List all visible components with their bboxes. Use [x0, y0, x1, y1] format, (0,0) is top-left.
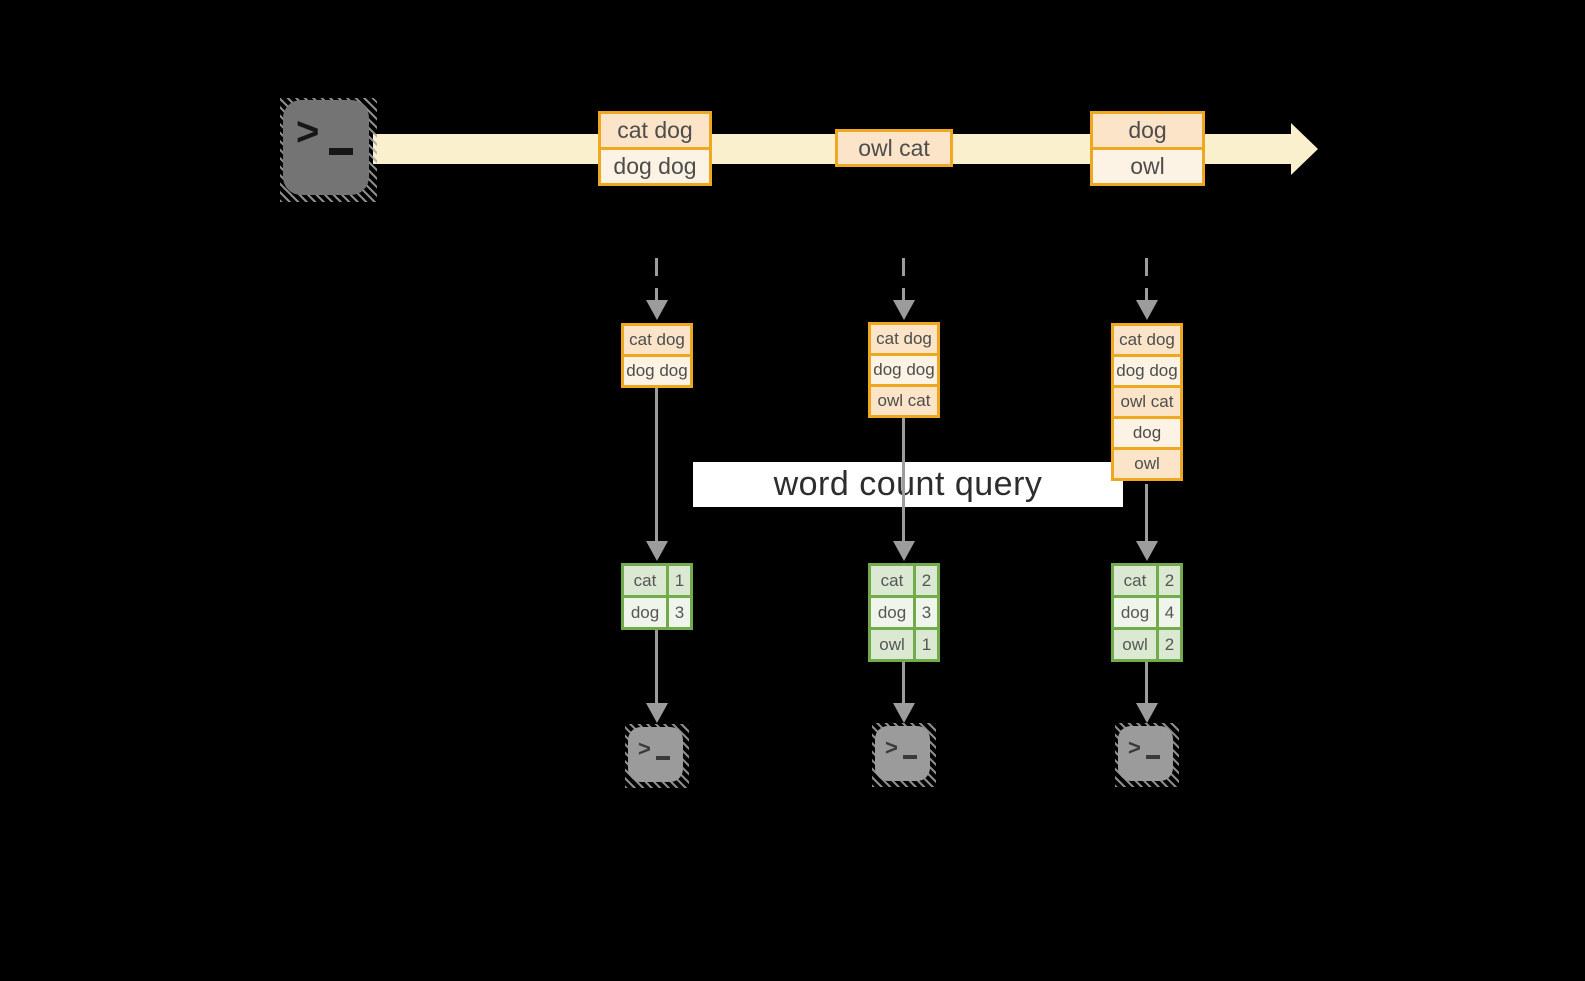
- count-table-3: cat 2 dog 4 owl 2: [1111, 563, 1183, 662]
- record-cell: dog: [1093, 114, 1202, 147]
- count-value: 4: [1159, 598, 1180, 627]
- stack-cell: dog dog: [871, 353, 937, 384]
- stream-record-group-3: dog owl: [1090, 111, 1205, 186]
- sink-terminal-icon: >: [625, 724, 689, 788]
- count-word: dog: [871, 598, 913, 627]
- dashed-arrow-head-icon: [893, 300, 915, 320]
- count-word: owl: [1114, 630, 1156, 659]
- terminal-icon-body: >: [875, 726, 930, 781]
- stack-cell: dog dog: [624, 354, 690, 385]
- stack-cell: cat dog: [624, 326, 690, 354]
- arrow-head-icon: [893, 541, 915, 561]
- prompt-chevron-icon: >: [296, 110, 320, 154]
- record-stack-3: cat dog dog dog owl cat dog owl: [1111, 323, 1183, 481]
- prompt-chevron-icon: >: [1128, 735, 1141, 760]
- dashed-arrow-head-icon: [1136, 300, 1158, 320]
- count-value: 2: [1159, 566, 1180, 595]
- terminal-icon-body: >: [283, 100, 369, 195]
- count-word: cat: [624, 566, 666, 595]
- dashed-arrow-head-icon: [646, 300, 668, 320]
- count-word: cat: [1114, 566, 1156, 595]
- record-cell: dog dog: [601, 147, 709, 183]
- record-cell: cat dog: [601, 114, 709, 147]
- count-word: dog: [624, 598, 666, 627]
- count-word: cat: [871, 566, 913, 595]
- count-table-1: cat 1 dog 3: [621, 563, 693, 630]
- arrow-head-icon: [1136, 703, 1158, 723]
- stack-cell: cat dog: [1114, 326, 1180, 354]
- stream-record-group-2: owl cat: [835, 129, 953, 167]
- prompt-underscore-icon: [656, 756, 670, 760]
- count-value: 2: [1159, 630, 1180, 659]
- count-value: 3: [669, 598, 690, 627]
- dashed-arrow-line: [902, 258, 905, 300]
- arrow-line: [902, 418, 905, 541]
- stack-cell: owl: [1114, 447, 1180, 478]
- record-stack-2: cat dog dog dog owl cat: [868, 322, 940, 418]
- sink-terminal-icon: >: [872, 723, 936, 787]
- query-label: word count query: [693, 462, 1123, 507]
- prompt-chevron-icon: >: [885, 735, 898, 760]
- record-stack-1: cat dog dog dog: [621, 323, 693, 388]
- count-value: 3: [916, 598, 937, 627]
- record-cell: owl cat: [838, 132, 950, 164]
- count-table-2: cat 2 dog 3 owl 1: [868, 563, 940, 662]
- arrow-line: [655, 630, 658, 703]
- arrow-line: [655, 388, 658, 541]
- arrow-line: [1145, 662, 1148, 703]
- count-word: dog: [1114, 598, 1156, 627]
- record-cell: owl: [1093, 147, 1202, 183]
- arrow-head-icon: [646, 703, 668, 723]
- arrow-head-icon: [893, 703, 915, 723]
- arrow-head-icon: [1136, 541, 1158, 561]
- source-terminal-icon: >: [280, 98, 377, 202]
- arrow-line: [1145, 484, 1148, 541]
- stack-cell: dog: [1114, 416, 1180, 447]
- stack-cell: owl cat: [1114, 385, 1180, 416]
- prompt-underscore-icon: [903, 755, 917, 759]
- stack-cell: dog dog: [1114, 354, 1180, 385]
- prompt-underscore-icon: [329, 148, 353, 155]
- arrow-head-icon: [646, 541, 668, 561]
- stream-arrow-head: [1291, 123, 1318, 175]
- prompt-underscore-icon: [1146, 755, 1160, 759]
- terminal-icon-body: >: [628, 727, 683, 782]
- count-value: 2: [916, 566, 937, 595]
- count-word: owl: [871, 630, 913, 659]
- prompt-chevron-icon: >: [638, 736, 651, 761]
- count-value: 1: [916, 630, 937, 659]
- dashed-arrow-line: [1145, 258, 1148, 300]
- terminal-icon-body: >: [1118, 726, 1173, 781]
- stream-record-group-1: cat dog dog dog: [598, 111, 712, 186]
- stack-cell: cat dog: [871, 325, 937, 353]
- sink-terminal-icon: >: [1115, 723, 1179, 787]
- stack-cell: owl cat: [871, 384, 937, 415]
- dashed-arrow-line: [655, 258, 658, 300]
- arrow-line: [902, 662, 905, 703]
- count-value: 1: [669, 566, 690, 595]
